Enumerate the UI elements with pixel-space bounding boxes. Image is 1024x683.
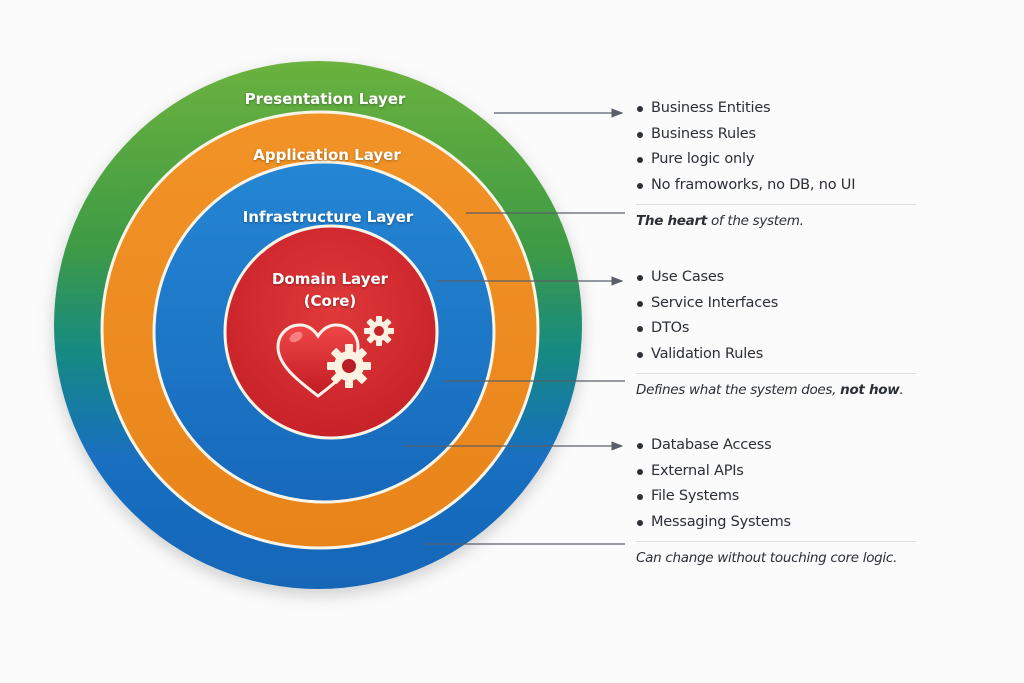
bullet-list: Use Cases Service Interfaces DTOs Valida… [636, 265, 936, 367]
list-item: Business Entities [636, 96, 936, 122]
list-item: Database Access [636, 433, 936, 459]
bullet-list: Business Entities Business Rules Pure lo… [636, 96, 936, 198]
list-item: No framoworks, no DB, no UI [636, 173, 936, 199]
note-emphasis: not how [840, 382, 900, 398]
note-text: Defines what the system does, [636, 382, 841, 398]
small-gear-icon [364, 316, 394, 346]
list-item: DTOs [636, 316, 936, 342]
list-item: Validation Rules [636, 342, 936, 368]
panel-note: The heart of the system. [636, 213, 936, 229]
list-item: File Systems [636, 484, 936, 510]
presentation-layer-label: Presentation Layer [245, 90, 406, 108]
domain-layer-label: Domain Layer [272, 270, 389, 288]
note-end: . [899, 382, 904, 398]
list-item: Service Interfaces [636, 291, 936, 317]
divider [636, 373, 916, 374]
note-text: of the system. [706, 213, 804, 229]
divider [636, 541, 916, 542]
heart-gears-icon [276, 316, 394, 398]
list-item: Pure logic only [636, 147, 936, 173]
infrastructure-layer-label: Infrastructure Layer [243, 208, 414, 226]
panel-note: Defines what the system does, not how. [636, 382, 936, 398]
list-item: Business Rules [636, 122, 936, 148]
description-panel-1: Business Entities Business Rules Pure lo… [636, 96, 936, 229]
description-panel-2: Use Cases Service Interfaces DTOs Valida… [636, 265, 936, 398]
description-panel-3: Database Access External APIs File Syste… [636, 433, 936, 566]
application-layer-label: Application Layer [253, 146, 401, 164]
panel-note: Can change without touching core logic. [636, 550, 897, 566]
bullet-list: Database Access External APIs File Syste… [636, 433, 936, 535]
large-gear-icon [327, 344, 371, 388]
list-item: Messaging Systems [636, 510, 936, 536]
note-emphasis: The heart [636, 213, 707, 229]
list-item: External APIs [636, 459, 936, 485]
divider [636, 204, 916, 205]
list-item: Use Cases [636, 265, 936, 291]
domain-layer-sublabel: (Core) [304, 292, 357, 310]
